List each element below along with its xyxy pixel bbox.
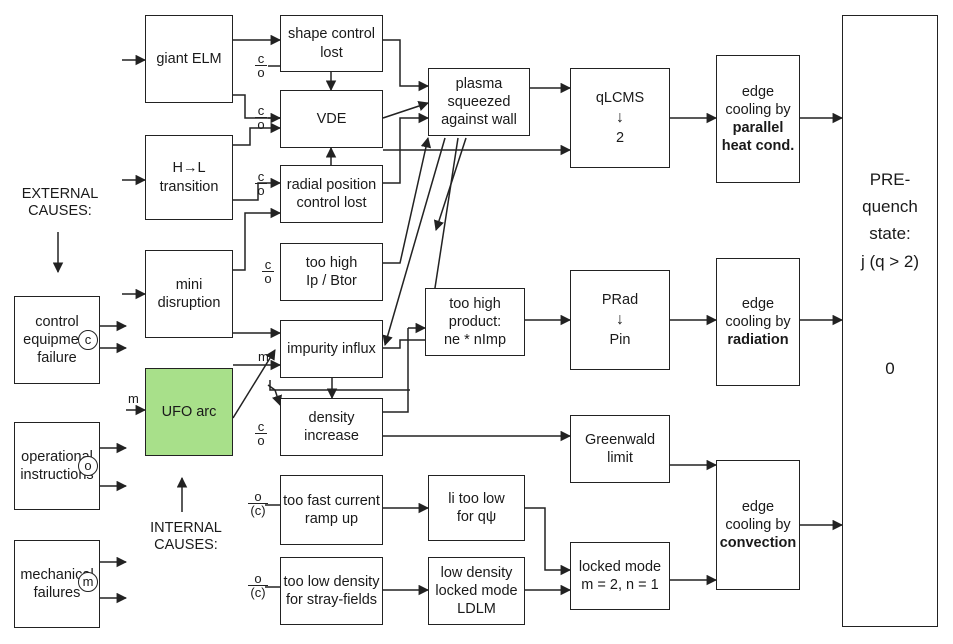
p-arrow-icon: ↓ (616, 311, 624, 328)
prequench-state-box: PRE-quench state: j (q > 2) 0 (842, 15, 938, 627)
too-high-product-label: too high product: (448, 295, 502, 330)
edge-convection-box: edge cooling by convection (716, 460, 800, 590)
edge-convection-mechanism: convection (719, 535, 797, 552)
li-too-low-label: li too low (448, 490, 505, 507)
li-too-low-label-2: for qψ (456, 509, 497, 525)
prequench-zero: 0 (885, 358, 895, 378)
too-fast-current-box: too fast current ramp up (280, 475, 383, 545)
li-too-low-box: li too low for qψ (428, 475, 525, 541)
too-high-product-formula: ne * nImp (443, 332, 507, 349)
q-lcms-box: qLCMS ↓ 2 (570, 68, 670, 168)
greenwald-limit-box: Greenwald limit (570, 415, 670, 483)
density-increase-box: density increase (280, 398, 383, 456)
low-density-ldlm-box: low density locked mode LDLM (428, 557, 525, 625)
m-marker-ufo: m (128, 391, 139, 406)
edge-parallel-box: edge cooling by parallel heat cond. (716, 55, 800, 183)
edge-parallel-mechanism: parallel heat cond. (721, 120, 795, 155)
o-over-c-current: o(c) (248, 490, 268, 517)
q-lcms-label: qLCMS (595, 89, 645, 106)
mini-disruption-box: mini disruption (145, 250, 233, 338)
circle-m-marker: m (78, 572, 98, 592)
prequench-j: j (q > 2) (860, 251, 920, 271)
q-2-label: 2 (615, 130, 625, 146)
circle-o-marker: o (78, 456, 98, 476)
circle-c-marker: c (78, 330, 98, 350)
internal-causes-label: INTERNAL CAUSES: (150, 520, 222, 554)
too-high-ip-box: too high Ip / Btor (280, 243, 383, 301)
edge-parallel-label: edge cooling by (725, 83, 791, 118)
ufo-arc-box: UFO arc (145, 368, 233, 456)
edge-convection-label: edge cooling by (725, 498, 791, 533)
too-high-ip-formula: Ip / Btor (306, 273, 357, 289)
locked-mode-label: locked mode (578, 558, 662, 575)
too-low-density-box: too low density for stray-fields (280, 557, 383, 625)
plasma-squeezed-box: plasma squeezed against wall (428, 68, 530, 136)
shape-control-lost-box: shape control lost (280, 15, 383, 72)
edge-radiation-label: edge cooling by (725, 295, 791, 330)
m-marker-impurity: m (258, 349, 269, 364)
too-high-product-box: too high product: ne * nImp (425, 288, 525, 356)
too-high-ip-label: too high (305, 254, 358, 271)
locked-mode-label-2: m = 2, n = 1 (581, 577, 659, 593)
p-in-label: Pin (609, 332, 631, 348)
p-rad-box: PRad ↓ Pin (570, 270, 670, 370)
edge-radiation-box: edge cooling by radiation (716, 258, 800, 386)
external-causes-label: EXTERNAL CAUSES: (21, 186, 99, 220)
giant-elm-box: giant ELM (145, 15, 233, 103)
locked-mode-box: locked mode m = 2, n = 1 (570, 542, 670, 610)
edge-radiation-mechanism: radiation (727, 332, 789, 349)
o-over-c-lowdensity: o(c) (248, 572, 268, 599)
radial-position-box: radial position control lost (280, 165, 383, 223)
p-rad-label: PRad (601, 291, 639, 308)
vde-box: VDE (280, 90, 383, 148)
q-arrow-icon: ↓ (616, 109, 624, 126)
prequench-label: PRE-quench state: (862, 170, 918, 244)
impurity-influx-box: impurity influx (280, 320, 383, 378)
h-l-transition-box: H→L transition (145, 135, 233, 220)
